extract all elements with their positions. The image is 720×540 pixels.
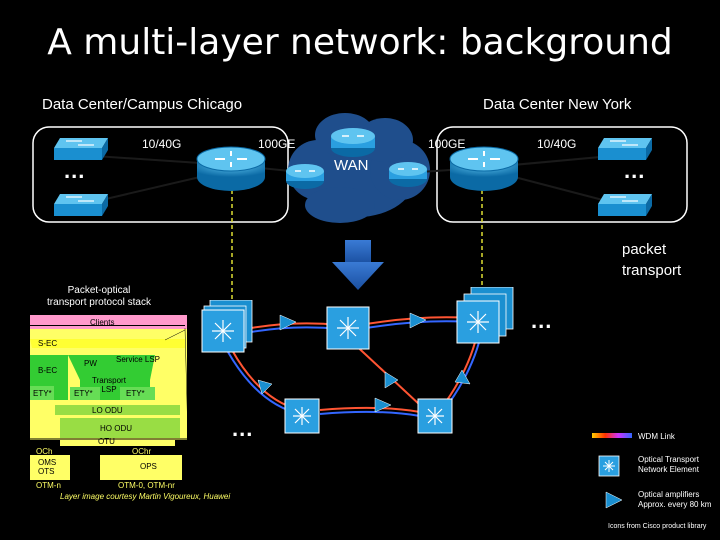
datacenter-chicago-label: Data Center/Campus Chicago [42,96,243,113]
stack-service-lsp: Service LSP [116,355,161,364]
switch-icon-newyork-bottom [596,192,654,218]
ellipsis-newyork: ... [624,158,646,183]
switch-icon-newyork-top [596,136,654,162]
stack-heading-line1: Packet-optical [67,285,131,296]
stack-transport-lsp-line1: Transport [92,376,126,385]
stack-otm-n: OTM-n [36,481,61,490]
stack-oms: OMS [38,458,57,467]
stack-eth-mid: ETY* [74,389,93,398]
packet-transport-line1: packet [622,241,667,258]
legend-amplifiers-line1: Optical amplifiers [638,490,700,499]
wan-router-icon-top [330,126,376,158]
protocol-stack-panel [30,315,190,486]
stack-ochr: OChr [132,447,152,456]
link-core-right: 100GE [428,137,466,151]
amplifier-legend-icon [605,491,623,509]
legend-amplifiers: Optical amplifiers Approx. every 80 km [638,490,711,510]
datacenter-newyork-box [436,126,688,223]
packet-transport-line2: transport [622,262,682,279]
legend-otn-line2: Network Element [638,465,699,474]
otn-element-icon-2 [325,305,373,351]
router-icon-newyork [448,145,520,193]
down-arrow-icon [332,240,384,290]
legend-amplifiers-line2: Approx. every 80 km [638,500,712,509]
icons-credit: Icons from Cisco product library [608,523,707,530]
stack-heading-line2: transport protocol stack [47,297,151,308]
switch-icon-chicago-top [52,136,110,162]
stack-ho-odu: HO ODU [100,424,132,433]
legend-wdm-link: WDM Link [638,432,675,441]
stack-courtesy: Layer image courtesy Martin Vigoureux, H… [60,492,231,501]
stack-ops: OPS [140,462,157,471]
link-core-left: 100GE [258,137,296,151]
otn-element-icon-5 [416,397,456,437]
router-icon-chicago [195,145,267,193]
stack-pw: PW [84,359,97,368]
wan-label: WAN [334,157,369,174]
otn-element-icon-3 [455,286,517,347]
stack-ots: OTS [38,467,55,476]
optical-amplifier-icons [257,312,471,413]
stack-s-ec: S-EC [38,339,58,348]
page-title: A multi-layer network: background [47,22,673,63]
legend-otn-element: Optical Transport Network Element [638,455,699,475]
ellipsis-chicago: ... [64,158,86,183]
stack-transport-lsp-line2: LSP [101,385,117,394]
otn-element-icon-1 [200,299,256,356]
datacenter-newyork-label: Data Center New York [483,96,632,113]
stack-oms-ots: OMS OTS [38,458,56,476]
stack-heading: Packet-optical transport protocol stack [44,285,154,309]
wan-router-icon-right [388,160,428,188]
otn-element-icon-4 [283,397,323,437]
wdm-link-swatch [592,433,632,438]
ellipsis-optical-right: ... [531,308,553,333]
stack-och: OCh [36,447,53,456]
switch-icon-chicago-bottom [52,192,110,218]
legend-otn-line1: Optical Transport [638,455,699,464]
ellipsis-optical-bottom: ... [232,416,254,441]
link-speed-left: 10/40G [142,137,182,151]
stack-otu: OTU [98,437,115,446]
stack-eth-left: ETY* [33,389,52,398]
stack-otm-0: OTM-0, OTM-nr [118,481,175,490]
stack-b-ec: B-EC [38,366,58,375]
link-speed-right: 10/40G [537,137,577,151]
stack-eth-right: ETY* [126,389,145,398]
wan-router-icon-left [285,162,325,190]
stack-lo-odu: LO ODU [92,406,123,415]
stack-transport-lsp: Transport LSP [92,376,126,394]
stack-clients: Clients [90,318,115,327]
otn-element-legend-icon [598,455,622,477]
